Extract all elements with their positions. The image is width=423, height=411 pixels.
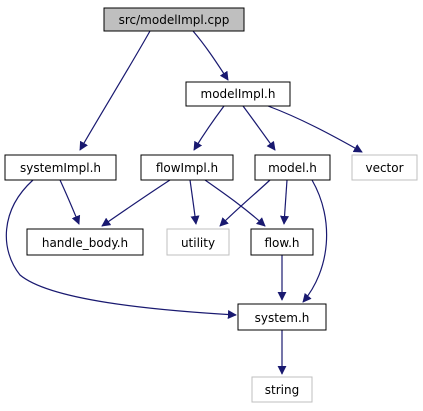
node-string[interactable]: string: [251, 376, 313, 403]
node-utility[interactable]: utility: [166, 228, 230, 256]
edge-flowimpl-h-to-flow-h: [204, 179, 266, 227]
edge-src-modelimpl-cpp-to-systemimpl-h: [79, 30, 151, 151]
edge-systemimpl-h-to-handle-body-h: [59, 179, 81, 225]
node-label: src/modelImpl.cpp: [119, 13, 230, 27]
edge-model-h-to-system-h: [302, 179, 328, 303]
node-vector[interactable]: vector: [351, 154, 418, 181]
nodes: src/modelImpl.cpp modelImpl.h systemImpl…: [4, 7, 418, 403]
node-flowimpl-h[interactable]: flowImpl.h: [140, 154, 234, 181]
edge-src-modelimpl-cpp-to-modelimpl-h: [192, 30, 229, 81]
edge-model-h-to-utility: [219, 179, 271, 227]
edge-flowimpl-h-to-handle-body-h: [101, 179, 171, 227]
edge-modelimpl-h-to-flowimpl-h: [193, 105, 225, 151]
edge-modelimpl-h-to-vector: [267, 105, 363, 153]
edge-systemimpl-h-to-system-h: [5, 179, 237, 320]
node-label: system.h: [255, 311, 310, 325]
edge-flowimpl-h-to-utility: [189, 179, 200, 225]
edge-modelimpl-h-to-model-h: [242, 105, 276, 151]
node-label: flow.h: [264, 236, 299, 250]
node-label: handle_body.h: [42, 236, 128, 250]
node-modelimpl-h[interactable]: modelImpl.h: [185, 81, 291, 107]
node-systemimpl-h[interactable]: systemImpl.h: [4, 154, 117, 181]
node-label: string: [265, 383, 299, 397]
node-label: modelImpl.h: [201, 87, 276, 101]
node-model-h[interactable]: model.h: [254, 154, 331, 181]
edge-model-h-to-flow-h: [280, 179, 289, 225]
node-label: model.h: [268, 161, 317, 175]
node-label: flowImpl.h: [156, 161, 218, 175]
node-handle-body-h[interactable]: handle_body.h: [26, 228, 144, 256]
node-label: systemImpl.h: [20, 161, 101, 175]
node-system-h[interactable]: system.h: [237, 303, 327, 331]
node-label: utility: [181, 236, 215, 250]
node-src-modelimpl-cpp[interactable]: src/modelImpl.cpp: [103, 7, 245, 32]
node-label: vector: [365, 161, 403, 175]
edges: [5, 30, 363, 375]
node-flow-h[interactable]: flow.h: [250, 228, 314, 256]
